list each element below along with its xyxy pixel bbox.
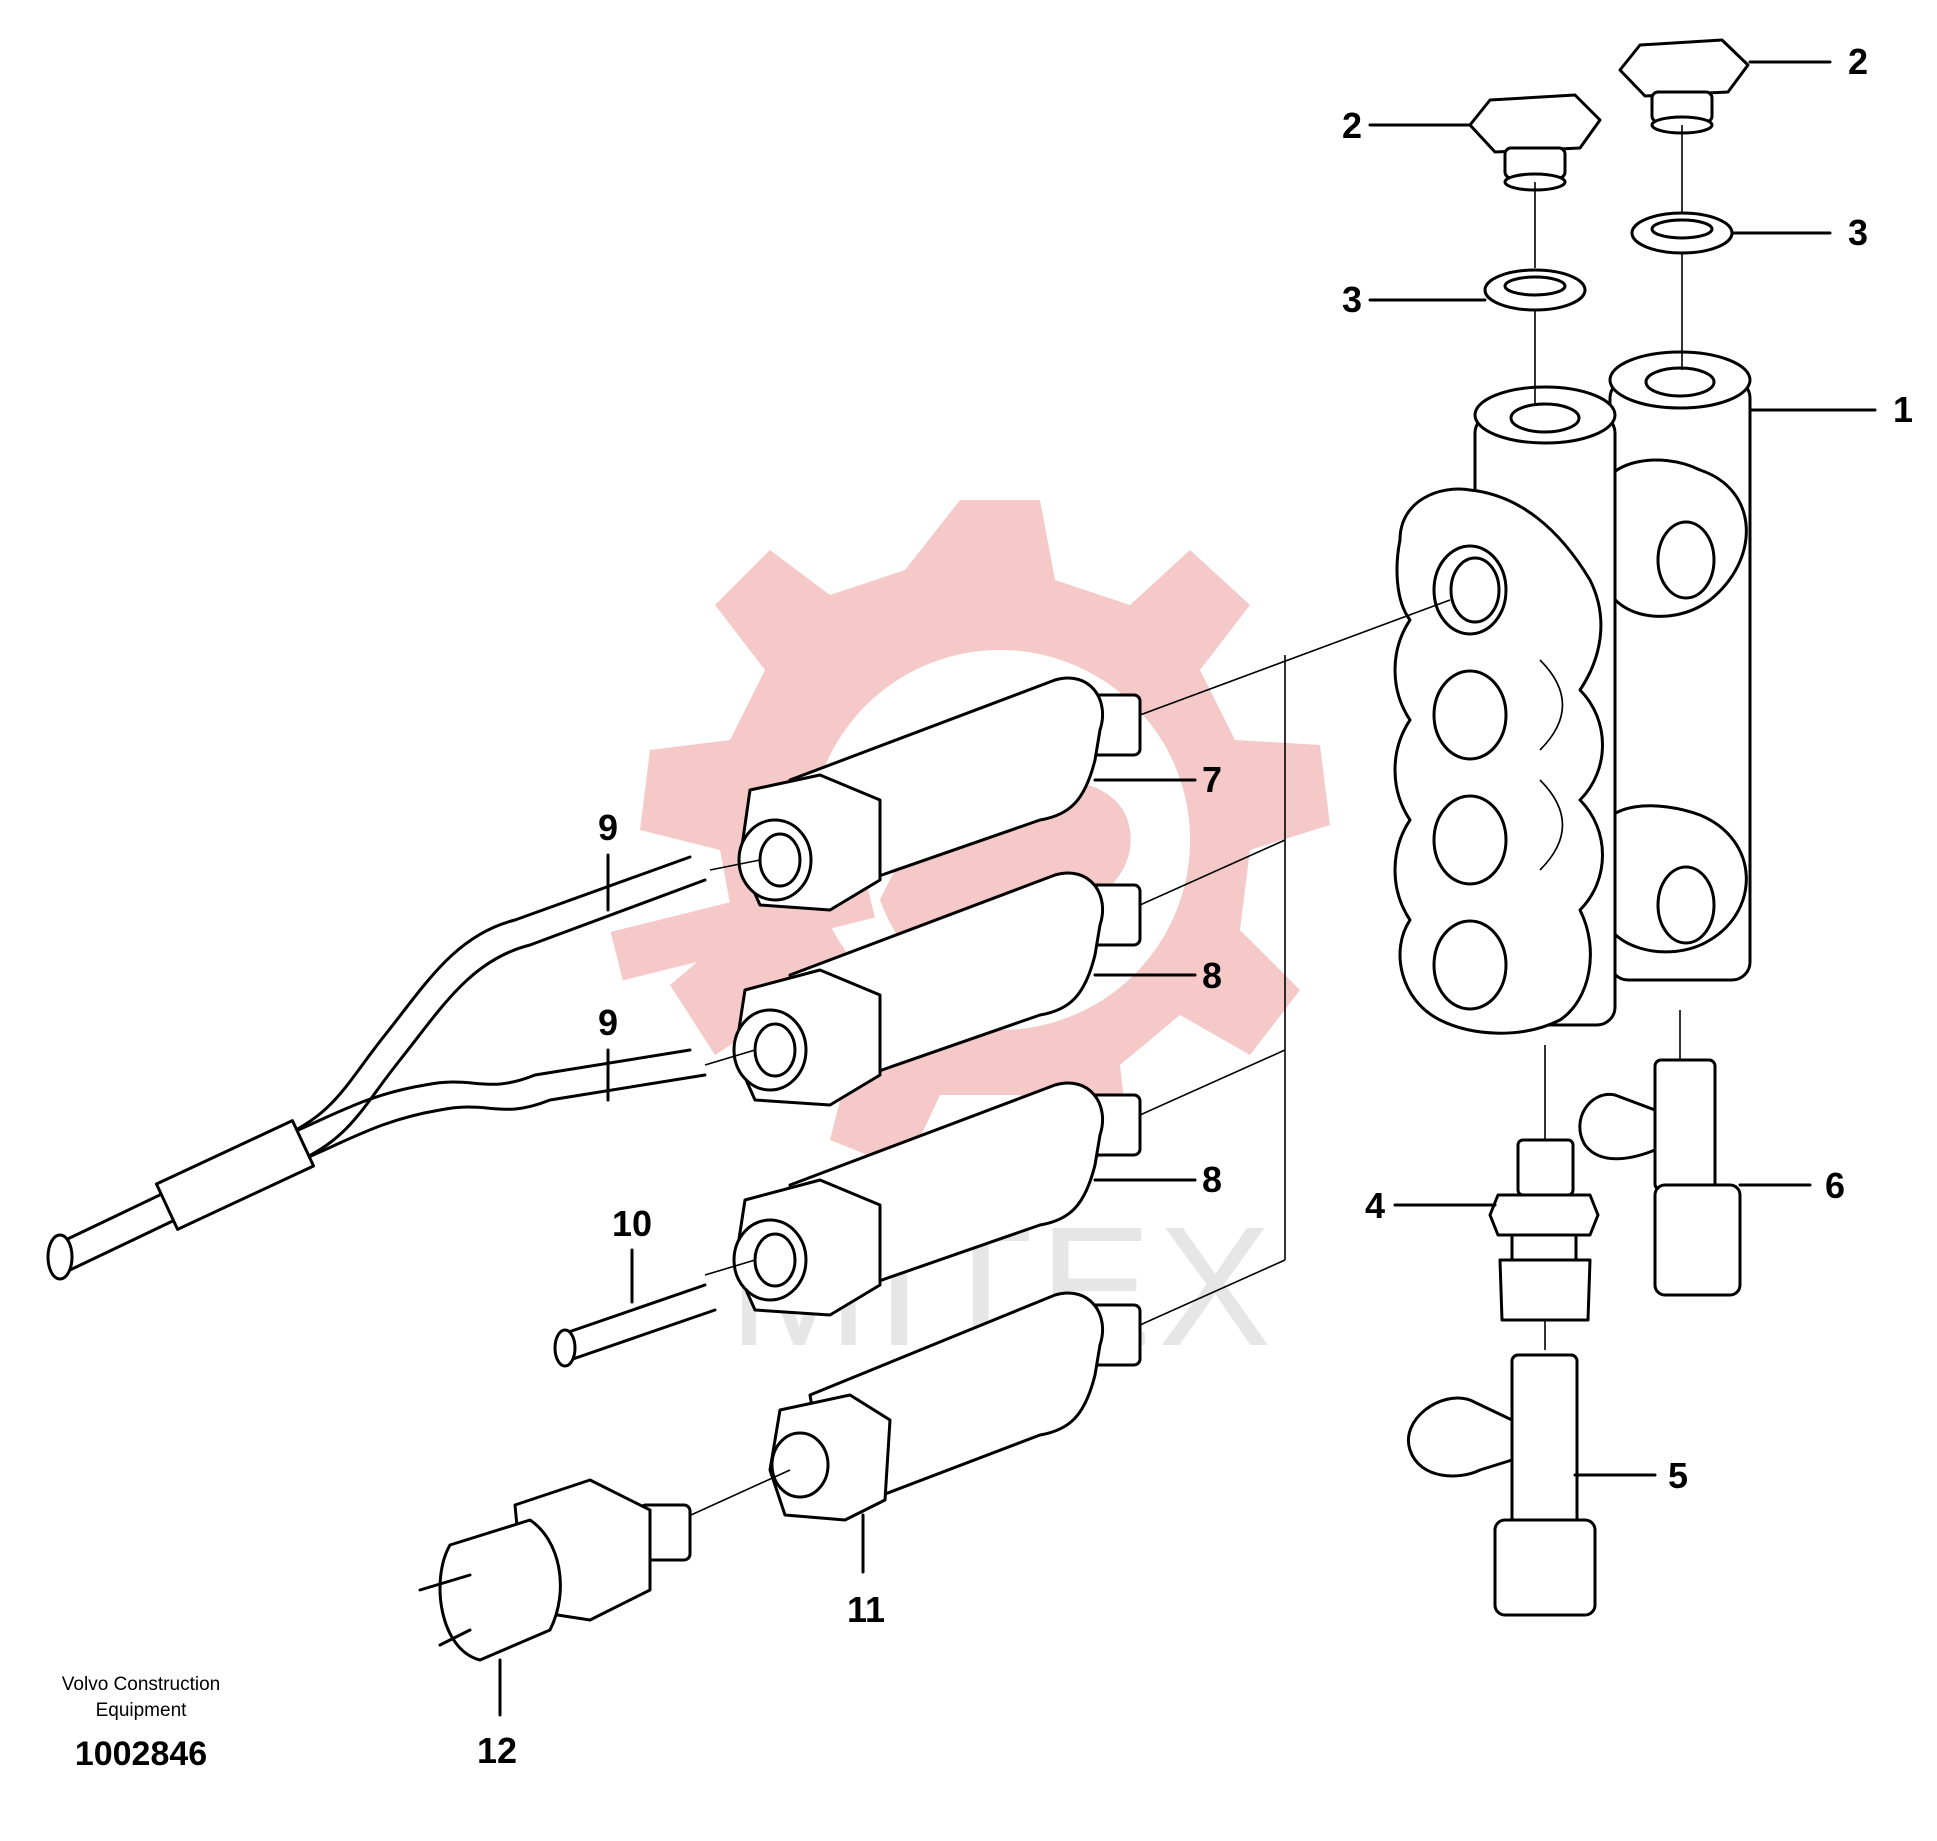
callout-5: 5 [1668, 1455, 1688, 1496]
callout-8-upper: 8 [1202, 955, 1222, 996]
tee-fitting-6 [1578, 1058, 1742, 1297]
footer: Volvo Construction Equipment 1002846 [62, 1674, 220, 1773]
callout-10: 10 [612, 1203, 652, 1244]
brand-line-2: Equipment [96, 1700, 188, 1721]
callout-11: 11 [847, 1589, 885, 1630]
pressure-switch-12 [418, 1478, 692, 1662]
sensor-8-upper [732, 871, 1142, 1107]
tee-fitting-5 [1406, 1353, 1597, 1617]
callout-4: 4 [1365, 1185, 1385, 1226]
callout-8-lower: 8 [1202, 1159, 1222, 1200]
sensor-8-lower [732, 1081, 1142, 1317]
document-number: 1002846 [75, 1735, 207, 1773]
cable-10 [553, 1283, 717, 1368]
callout-9-lower: 9 [598, 1002, 618, 1043]
manifold-block [1393, 350, 1752, 1035]
cable-harness [46, 855, 707, 1281]
callout-1: 1 [1893, 389, 1913, 430]
sensor-11 [768, 1291, 1142, 1522]
washer-right [1630, 211, 1734, 255]
callout-12: 12 [477, 1730, 517, 1771]
callout-2-left: 2 [1342, 105, 1362, 146]
callout-3-left: 3 [1342, 279, 1362, 320]
brand-line-1: Volvo Construction [62, 1674, 220, 1695]
callout-6: 6 [1825, 1165, 1845, 1206]
leader-lines [498, 60, 1877, 1717]
callout-numbers: 1 2 2 3 3 4 5 6 7 8 8 9 9 10 11 12 [477, 41, 1913, 1771]
sensor-7 [737, 676, 1142, 912]
sensor-connection-lines [679, 599, 1451, 1521]
callout-7: 7 [1202, 759, 1222, 800]
callout-3-right: 3 [1848, 212, 1868, 253]
washer-left [1483, 268, 1587, 312]
plug-right [1618, 38, 1750, 135]
adapter-fitting [1488, 1138, 1600, 1322]
plug-left [1468, 93, 1602, 192]
callout-9-upper: 9 [598, 807, 618, 848]
callout-2-right: 2 [1848, 41, 1868, 82]
